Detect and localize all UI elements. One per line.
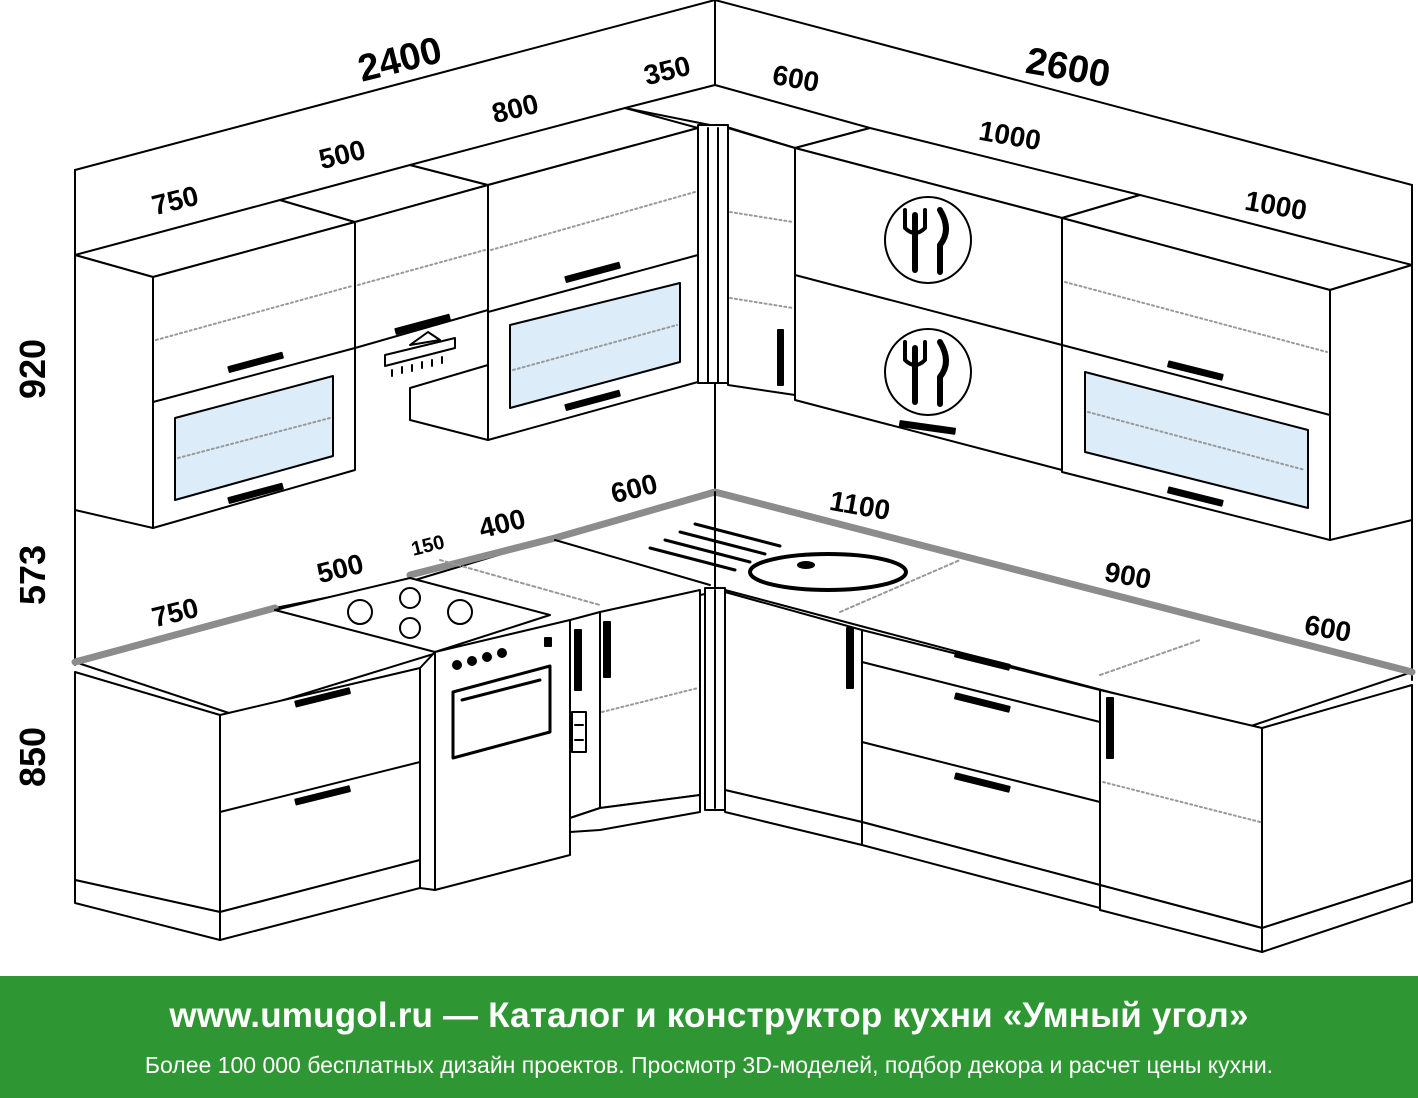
handle xyxy=(394,313,451,335)
dim-upper-left-3: 800 xyxy=(489,88,542,129)
oven-icon xyxy=(419,619,571,891)
handle xyxy=(294,687,351,708)
dim-corner-width: 600 xyxy=(770,59,821,98)
handle xyxy=(846,627,854,689)
upper-cabinet-1000-b xyxy=(1061,194,1413,541)
base-cabinet-900-600 xyxy=(1099,684,1413,953)
dim-height-base: 850 xyxy=(12,727,53,787)
dim-height-apron: 573 xyxy=(12,545,53,605)
upper-cabinet-750 xyxy=(74,199,356,529)
upper-cabinet-800 xyxy=(409,107,699,441)
kitchen-diagram: 2400 2600 350 600 750 500 800 1000 1000 … xyxy=(12,0,1416,953)
handle xyxy=(954,650,1011,671)
dim-upper-right-2: 1000 xyxy=(1243,185,1310,226)
dim-corner-depth: 350 xyxy=(641,50,694,91)
handle xyxy=(564,261,621,283)
dim-total-right: 2600 xyxy=(1023,40,1114,96)
handle xyxy=(954,692,1011,713)
fork-knife-icon xyxy=(884,328,972,416)
banner-subtitle: Более 100 000 бесплатных дизайн проектов… xyxy=(144,1052,1274,1078)
base-corner-cabinet xyxy=(569,587,726,833)
fork-knife-icon xyxy=(884,196,972,284)
handle xyxy=(954,772,1011,793)
dim-base-right-3: 600 xyxy=(1302,609,1353,648)
handle xyxy=(777,329,784,386)
cooker-hob-icon xyxy=(274,577,551,653)
glass-pane xyxy=(174,375,334,501)
dim-upper-left-2: 500 xyxy=(316,134,369,175)
base-cabinet-1100 xyxy=(724,591,1101,909)
dim-base-corner: 600 xyxy=(608,468,661,509)
dishwasher-icon xyxy=(569,611,601,819)
upper-corner-cabinet xyxy=(624,84,871,396)
handle xyxy=(294,785,351,806)
handle xyxy=(564,389,621,411)
upper-cabinet-500 xyxy=(279,164,489,441)
dim-base-right-2: 900 xyxy=(1102,556,1153,595)
handle xyxy=(898,420,957,435)
range-hood-icon xyxy=(384,331,456,377)
promo-banner: www.umugol.ru — Каталог и конструктор ку… xyxy=(0,976,1418,1098)
dim-total-left: 2400 xyxy=(354,29,446,90)
dim-base-left-gap: 150 xyxy=(409,531,447,560)
handle xyxy=(1167,360,1224,381)
dim-height-upper: 920 xyxy=(12,339,53,399)
handle xyxy=(227,351,284,373)
handle xyxy=(1106,697,1114,759)
handle xyxy=(227,482,284,504)
dim-upper-left-1: 750 xyxy=(149,180,202,221)
base-cabinet-750 xyxy=(74,667,421,941)
dim-base-right-1: 1100 xyxy=(827,485,892,526)
handle xyxy=(1167,486,1224,507)
dim-base-left-3: 400 xyxy=(476,503,529,544)
handle xyxy=(603,621,611,678)
dim-base-left-2: 500 xyxy=(314,548,367,589)
sink-icon xyxy=(648,522,908,592)
glass-pane xyxy=(509,282,681,409)
dim-upper-right-1: 1000 xyxy=(977,115,1044,156)
banner-title[interactable]: www.umugol.ru — Каталог и конструктор ку… xyxy=(169,996,1249,1035)
